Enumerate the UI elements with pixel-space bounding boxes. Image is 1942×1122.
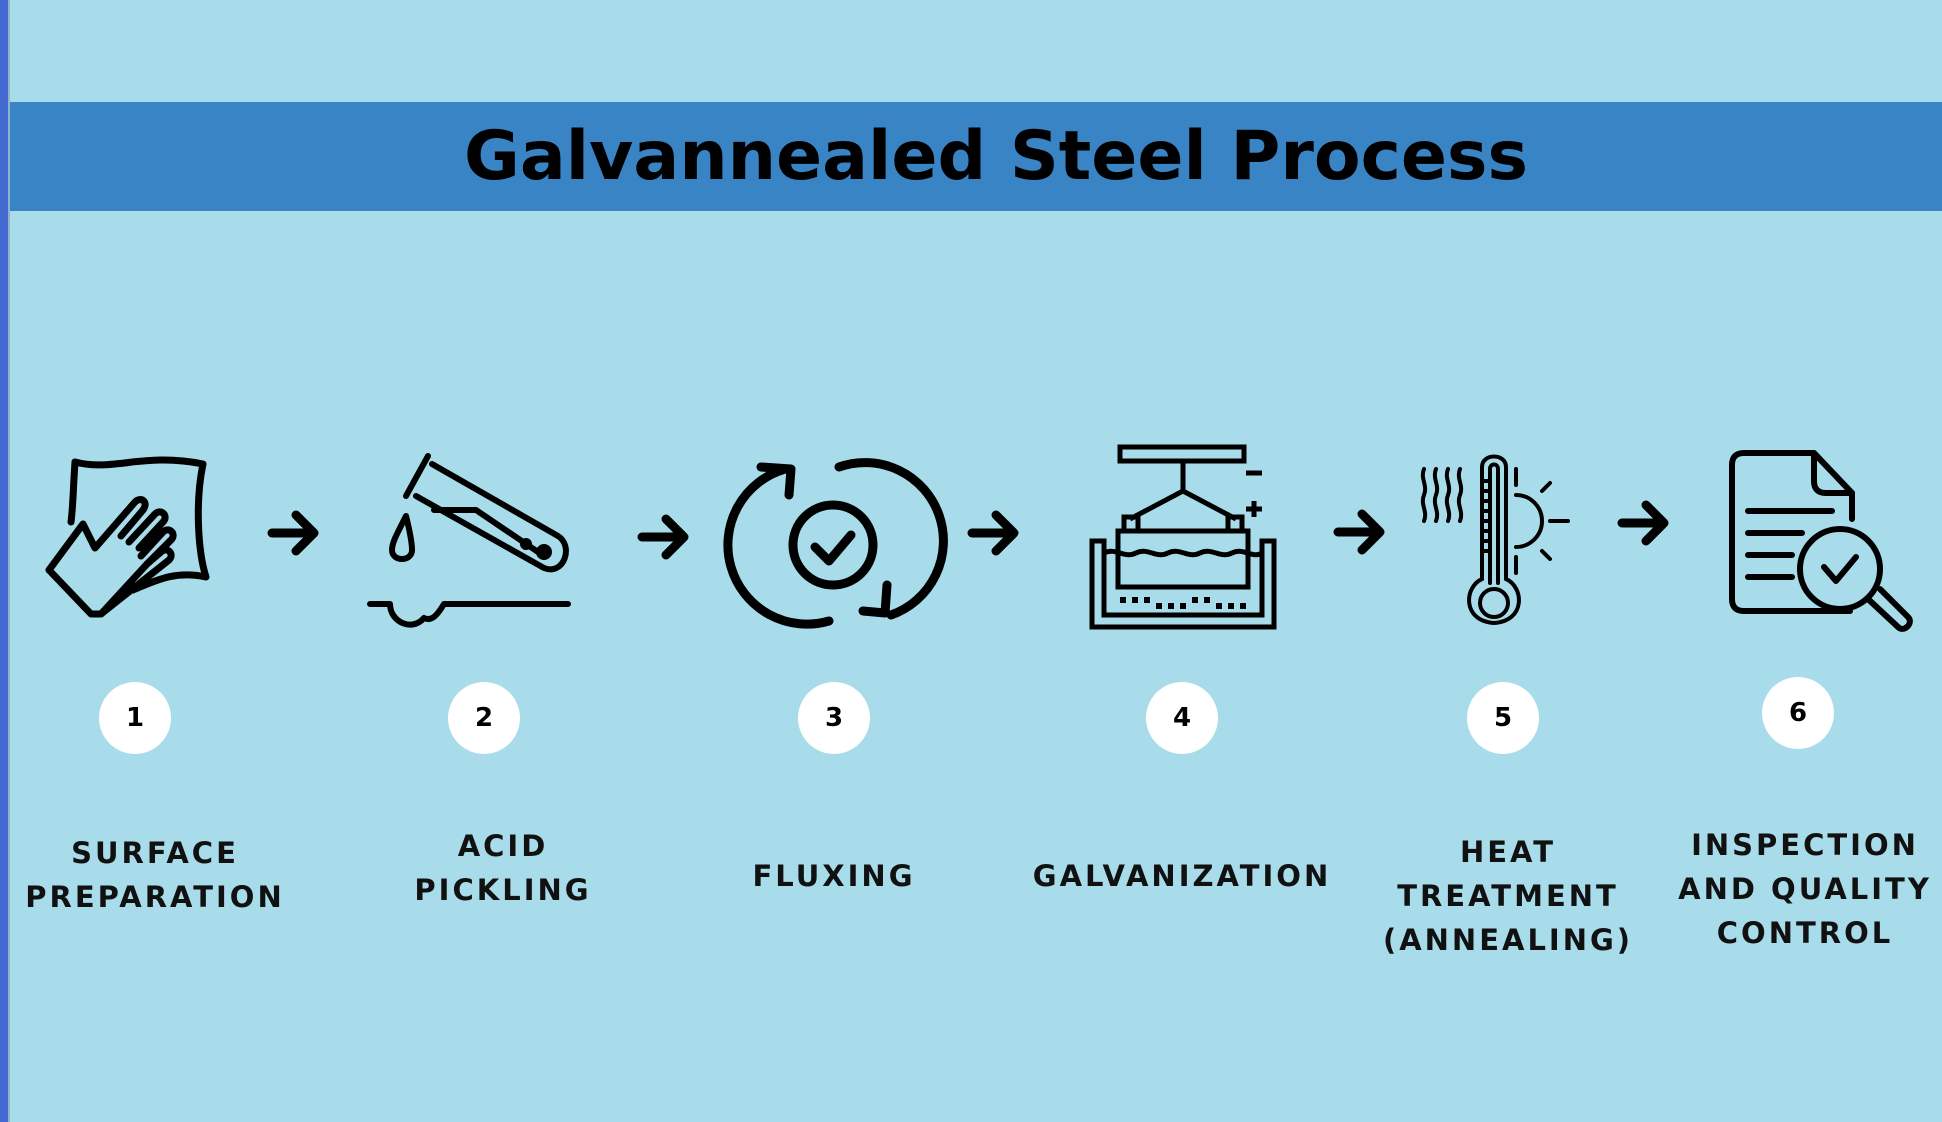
- arrow-right-icon: [967, 509, 1021, 557]
- electroplating-tank-icon: [1089, 443, 1277, 630]
- arrow-right-icon: [267, 509, 321, 557]
- arrow-right-icon: [637, 513, 691, 561]
- step-6-label-line: AND QUALITY: [1678, 872, 1932, 906]
- step-2-label-line: ACID: [457, 829, 549, 863]
- step-1-label-line: SURFACE: [71, 836, 239, 870]
- step-6-label-line: CONTROL: [1716, 916, 1894, 950]
- step-5-label-line: (ANNEALING): [1382, 923, 1634, 957]
- step-3-label: FLUXING: [684, 854, 984, 898]
- step-4-number-badge: 4: [1146, 682, 1218, 754]
- step-1-label: SURFACE PREPARATION: [5, 831, 305, 919]
- step-4-label-line: GALVANIZATION: [1032, 859, 1332, 893]
- step-2-label-line: PICKLING: [414, 873, 592, 907]
- step-6-number-badge: 6: [1762, 677, 1834, 749]
- arrow-right-icon: [1617, 499, 1671, 547]
- step-5-label-line: TREATMENT: [1397, 879, 1619, 913]
- arrow-right-icon: [1333, 508, 1387, 556]
- step-5-number-badge: 5: [1467, 682, 1539, 754]
- left-edge-strip: [0, 0, 8, 1122]
- step-1-label-line: PREPARATION: [25, 880, 285, 914]
- circular-arrows-check-icon: [723, 455, 948, 633]
- left-edge-divider: [8, 0, 10, 1122]
- step-5-label: HEAT TREATMENT (ANNEALING): [1358, 830, 1658, 962]
- step-6-label: INSPECTION AND QUALITY CONTROL: [1660, 823, 1942, 955]
- step-2-label: ACID PICKLING: [353, 824, 653, 912]
- title-banner: Galvannealed Steel Process: [10, 102, 1942, 211]
- hand-wiping-cloth-icon: [43, 452, 211, 622]
- thermometer-heat-sun-icon: [1420, 454, 1582, 627]
- step-5-label-line: HEAT: [1459, 835, 1557, 869]
- document-magnifier-check-icon: [1728, 447, 1914, 633]
- step-2-number-badge: 2: [448, 682, 520, 754]
- step-4-label: GALVANIZATION: [1012, 854, 1352, 898]
- test-tube-pouring-acid-icon: [367, 452, 578, 634]
- page-title: Galvannealed Steel Process: [464, 117, 1528, 196]
- step-1-number-badge: 1: [99, 682, 171, 754]
- step-3-label-line: FLUXING: [752, 859, 916, 893]
- step-3-number-badge: 3: [798, 682, 870, 754]
- step-6-label-line: INSPECTION: [1691, 828, 1919, 862]
